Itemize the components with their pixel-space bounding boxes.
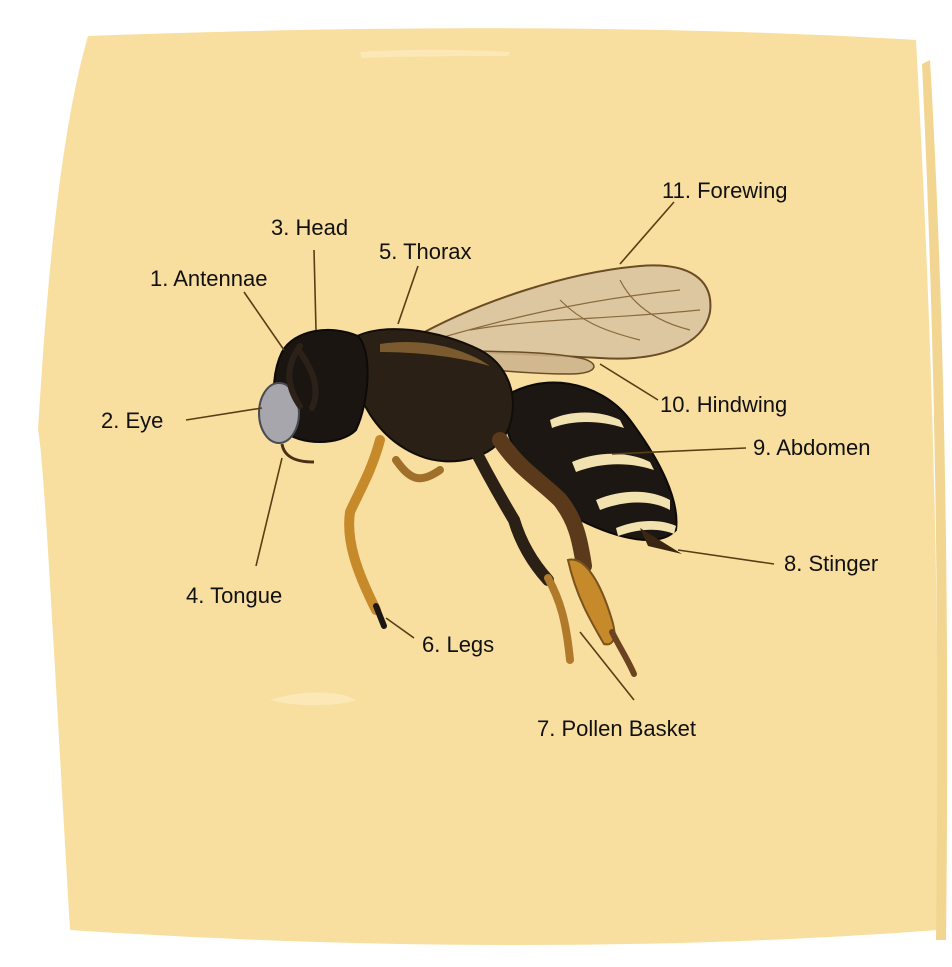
label-thorax: 5. Thorax [379,239,472,264]
label-forewing: 11. Forewing [662,178,788,203]
label-antennae: 1. Antennae [150,266,267,291]
label-legs: 6. Legs [422,632,494,657]
label-tongue: 4. Tongue [186,583,282,608]
label-stinger: 8. Stinger [784,551,878,576]
label-eye: 2. Eye [101,408,163,433]
label-head: 3. Head [271,215,348,240]
label-pollen-basket: 7. Pollen Basket [537,716,696,741]
label-abdomen: 9. Abdomen [753,435,870,460]
label-hindwing: 10. Hindwing [660,392,787,417]
